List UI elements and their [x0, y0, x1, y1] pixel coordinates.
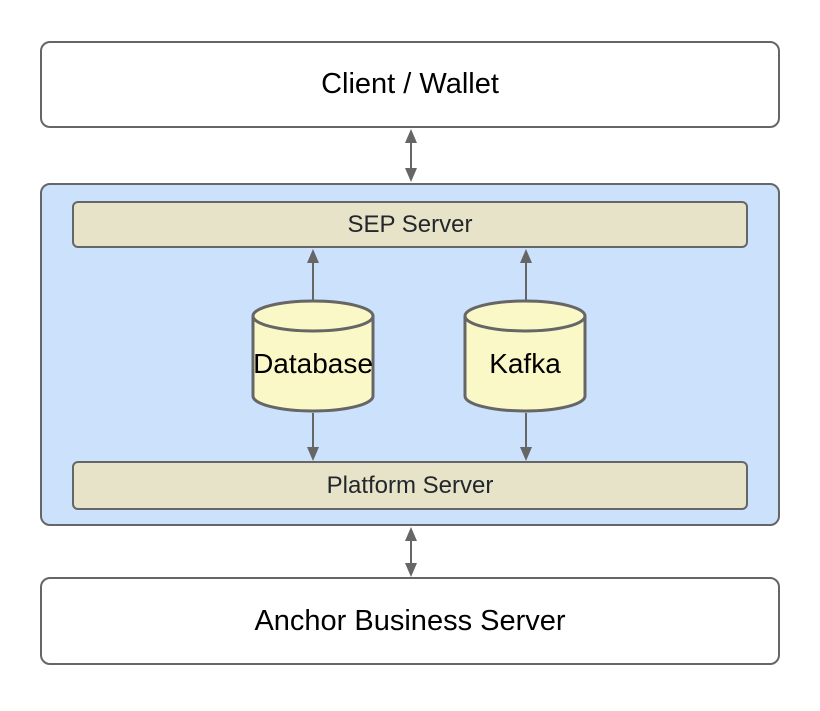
arrow-line	[312, 261, 314, 303]
arrow-line	[525, 261, 527, 303]
node-anchor-business-server: Anchor Business Server	[40, 577, 780, 665]
node-client-wallet: Client / Wallet	[40, 41, 780, 128]
arrowhead-up-icon	[307, 249, 319, 263]
database-cylinder-icon	[251, 299, 375, 413]
node-database-cylinder: Database	[251, 299, 375, 413]
node-platform-server-label: Platform Server	[326, 471, 494, 499]
node-sep-server: SEP Server	[72, 201, 748, 248]
arrowhead-down-icon	[520, 447, 532, 461]
arrowhead-up-icon	[405, 129, 417, 143]
node-platform-server: Platform Server	[72, 461, 748, 510]
arrow-kafka-platform	[520, 413, 532, 461]
arrow-container-anchor	[405, 527, 417, 577]
arrow-line	[312, 413, 314, 449]
arrowhead-up-icon	[520, 249, 532, 263]
arrow-line	[410, 141, 412, 170]
arrow-database-sep	[307, 249, 319, 303]
node-kafka-label: Kafka	[489, 348, 561, 379]
kafka-cylinder-icon	[463, 299, 587, 413]
arrowhead-down-icon	[307, 447, 319, 461]
arrowhead-down-icon	[405, 168, 417, 182]
arrow-line	[410, 539, 412, 565]
node-anchor-business-server-label: Anchor Business Server	[254, 604, 566, 637]
arrow-line	[525, 413, 527, 449]
node-sep-server-label: SEP Server	[347, 210, 473, 238]
arrow-kafka-sep	[520, 249, 532, 303]
node-client-wallet-label: Client / Wallet	[321, 68, 499, 100]
node-database-label: Database	[253, 348, 373, 379]
node-kafka-cylinder: Kafka	[463, 299, 587, 413]
arrowhead-down-icon	[405, 563, 417, 577]
arrow-database-platform	[307, 413, 319, 461]
arrowhead-up-icon	[405, 527, 417, 541]
arrow-client-container	[405, 129, 417, 182]
